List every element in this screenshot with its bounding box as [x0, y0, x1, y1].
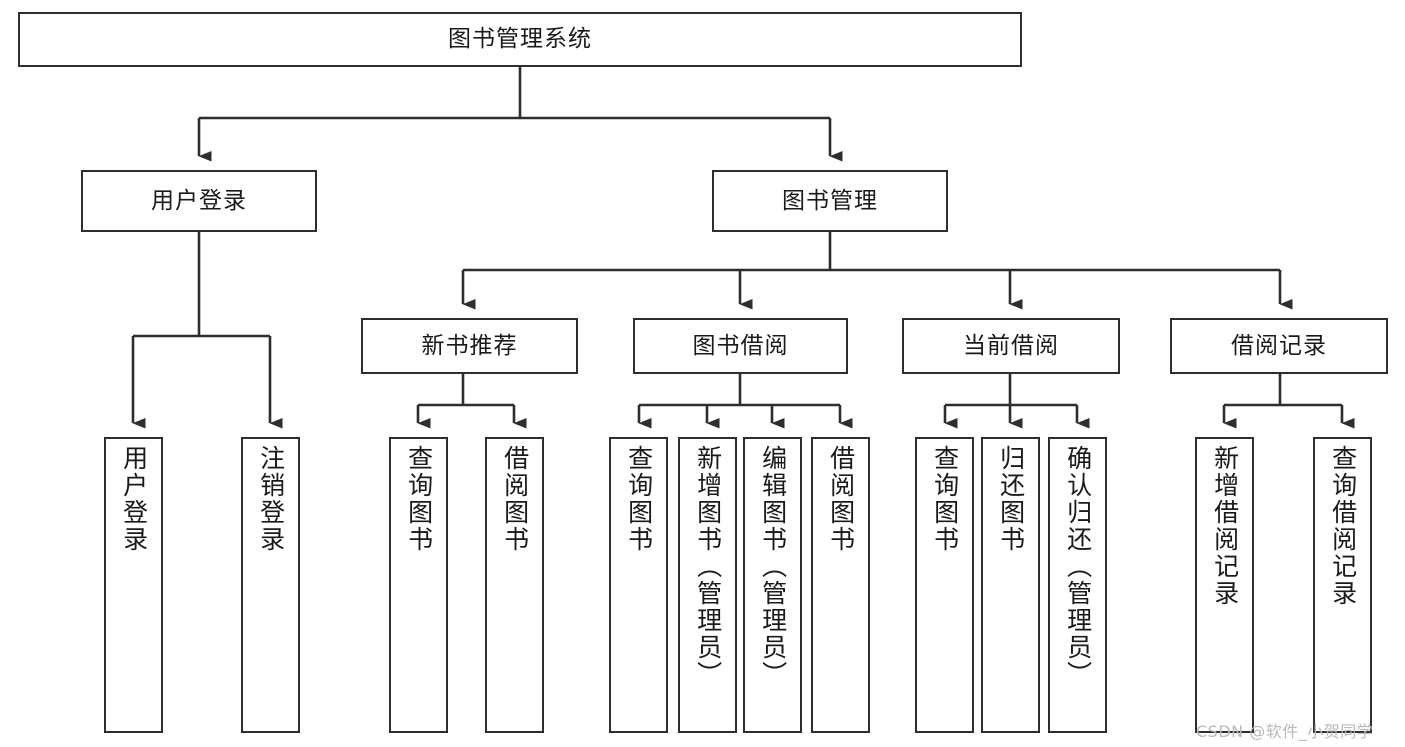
leaf-borrow-record-add-record[interactable]: 新增借阅记录 — [1195, 437, 1254, 733]
node-label: 归还图书 — [996, 445, 1026, 553]
leaf-new-book-query-book[interactable]: 查询图书 — [389, 437, 448, 733]
leaf-user-login-login[interactable]: 用户登录 — [104, 437, 163, 733]
csdn-watermark: CSDN @软件_小贺同学 — [1196, 722, 1374, 741]
leaf-book-borrow-add-book-admin[interactable]: 新增图书（管理员） — [678, 437, 737, 733]
leaf-book-borrow-borrow-book[interactable]: 借阅图书 — [811, 437, 870, 733]
node-label: 查询图书 — [404, 445, 434, 553]
leaf-current-borrow-confirm-return-admin[interactable]: 确认归还（管理员） — [1048, 437, 1107, 733]
leaf-new-book-borrow-book[interactable]: 借阅图书 — [485, 437, 544, 733]
node-new-book-recommend[interactable]: 新书推荐 — [361, 318, 578, 374]
node-label: 注销登录 — [256, 445, 286, 553]
node-label: 图书管理 — [782, 187, 878, 214]
node-book-management[interactable]: 图书管理 — [712, 170, 948, 232]
leaf-book-borrow-query-book[interactable]: 查询图书 — [609, 437, 668, 733]
leaf-book-borrow-edit-book-admin[interactable]: 编辑图书（管理员） — [743, 437, 802, 733]
node-root-book-management-system[interactable]: 图书管理系统 — [18, 12, 1022, 67]
leaf-user-login-logout[interactable]: 注销登录 — [241, 437, 300, 733]
node-label: 查询借阅记录 — [1328, 445, 1358, 607]
node-label: 新增借阅记录 — [1210, 445, 1240, 607]
node-label: 图书管理系统 — [448, 26, 592, 53]
node-book-borrow[interactable]: 图书借阅 — [633, 318, 848, 374]
leaf-current-borrow-query-book[interactable]: 查询图书 — [915, 437, 974, 733]
node-label: 编辑图书（管理员） — [758, 445, 788, 688]
node-label: 借阅记录 — [1231, 332, 1327, 359]
node-user-login[interactable]: 用户登录 — [81, 170, 317, 232]
node-label: 当前借阅 — [963, 332, 1059, 359]
node-label: 新书推荐 — [421, 332, 518, 359]
node-label: 查询图书 — [930, 445, 960, 553]
node-label: 图书借阅 — [692, 332, 789, 359]
node-label: 确认归还（管理员） — [1063, 445, 1093, 688]
node-label: 查询图书 — [624, 445, 654, 553]
node-label: 用户登录 — [119, 445, 149, 553]
node-label: 借阅图书 — [500, 445, 530, 553]
leaf-current-borrow-return-book[interactable]: 归还图书 — [981, 437, 1040, 733]
node-label: 新增图书（管理员） — [693, 445, 723, 688]
leaf-borrow-record-query-record[interactable]: 查询借阅记录 — [1313, 437, 1372, 733]
node-label: 借阅图书 — [826, 445, 856, 553]
node-label: 用户登录 — [151, 187, 247, 214]
node-current-borrow[interactable]: 当前借阅 — [902, 318, 1120, 374]
node-borrow-record[interactable]: 借阅记录 — [1170, 318, 1388, 374]
